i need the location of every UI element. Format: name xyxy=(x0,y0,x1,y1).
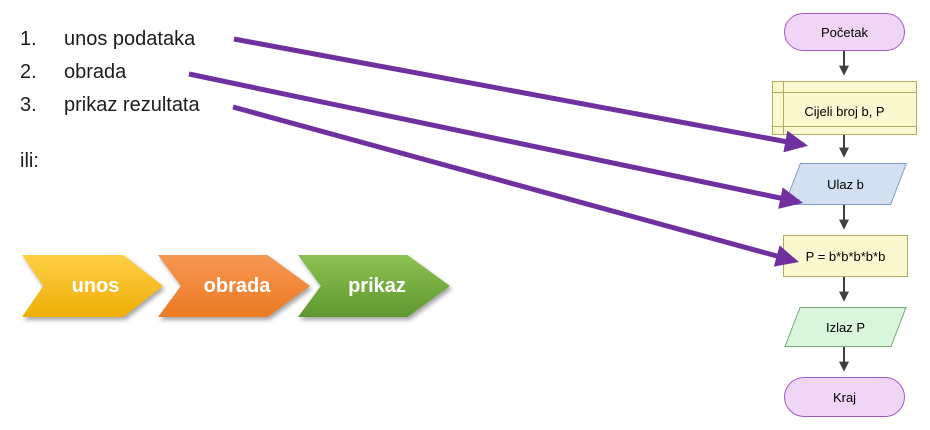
chevron-prikaz-shape: prikaz xyxy=(298,255,450,317)
flowchart-input-label: Ulaz b xyxy=(827,176,864,192)
flowchart-declare-block: Cijeli broj b, P xyxy=(772,81,917,135)
chevron-prikaz: prikaz xyxy=(298,255,450,317)
flowchart-end-terminal: Kraj xyxy=(784,377,905,417)
flowchart-process-block: P = b*b*b*b*b xyxy=(783,235,908,277)
list-item-1-label: unos podataka xyxy=(64,28,196,50)
list-item-2-number: 2. xyxy=(20,61,37,83)
flowchart-process-label: P = b*b*b*b*b xyxy=(805,248,886,264)
list-item-2-label: obrada xyxy=(64,61,127,83)
flowchart-start-label: Početak xyxy=(821,24,868,40)
list-item-2: 2. obrada xyxy=(20,61,126,84)
flowchart-output-label: Izlaz P xyxy=(825,319,865,335)
declare-left-line xyxy=(783,82,784,134)
or-label: ili: xyxy=(20,150,39,172)
chevron-unos: unos xyxy=(22,255,163,317)
list-item-1-number: 1. xyxy=(20,28,37,50)
callout-arrow-obrada xyxy=(188,71,803,209)
flowchart-end-label: Kraj xyxy=(832,389,857,405)
flowchart-input-parallelogram: Ulaz b xyxy=(783,163,908,205)
flowchart-output-parallelogram: Izlaz P xyxy=(784,307,907,347)
callout-arrow-unos-podataka xyxy=(233,36,808,153)
flowchart-start-terminal: Početak xyxy=(784,13,905,51)
declare-top-line xyxy=(773,92,916,93)
list-item-3-label: prikaz rezultata xyxy=(64,94,200,116)
chevron-unos-label: unos xyxy=(71,274,120,297)
callout-arrow-prikaz-rezultata xyxy=(232,104,799,267)
flowchart-declare-label: Cijeli broj b, P xyxy=(804,103,885,119)
chevron-unos-shape: unos xyxy=(22,255,163,317)
chevron-prikaz-label: prikaz xyxy=(348,274,406,297)
list-item-3-number: 3. xyxy=(20,94,37,116)
list-item-3: 3. prikaz rezultata xyxy=(20,94,200,117)
chevron-obrada-label: obrada xyxy=(203,274,271,297)
chevron-obrada: obrada xyxy=(158,255,310,317)
chevron-obrada-shape: obrada xyxy=(158,255,310,317)
list-item-1: 1. unos podataka xyxy=(20,28,195,51)
declare-bottom-line xyxy=(773,126,916,127)
